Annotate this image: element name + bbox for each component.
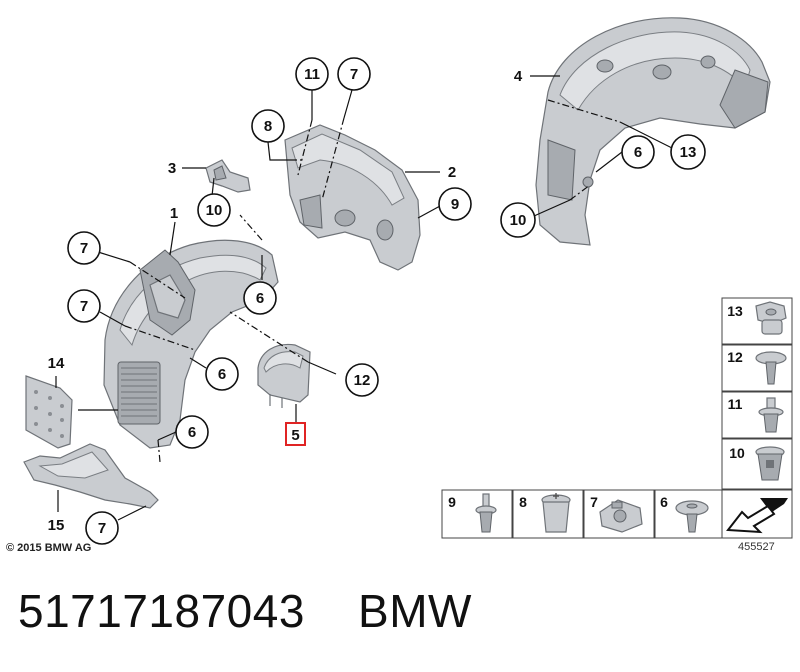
svg-text:2: 2	[448, 164, 456, 181]
leader-lines	[55, 75, 673, 521]
callout-4: 4	[514, 68, 523, 85]
callout-10: 10	[197, 193, 231, 227]
callout-15: 15	[48, 517, 65, 534]
svg-text:6: 6	[256, 290, 264, 307]
svg-text:4: 4	[514, 68, 523, 85]
lower-trim-part-15	[23, 443, 159, 509]
fastener-cell-11: 11	[728, 396, 784, 433]
svg-text:5: 5	[291, 427, 299, 444]
callout-14: 14	[48, 355, 65, 372]
callout-6: 6	[243, 281, 277, 315]
svg-text:12: 12	[354, 372, 371, 389]
svg-text:6: 6	[218, 366, 226, 383]
callout-10: 10	[500, 202, 536, 238]
fastener-cell-12: 12	[727, 349, 787, 385]
part-number: 51717187043	[18, 585, 305, 637]
callout-3: 3	[168, 160, 176, 177]
callout-1: 1	[170, 205, 178, 222]
svg-text:6: 6	[660, 494, 668, 510]
front-wheel-arch-liner	[103, 239, 279, 449]
svg-text:3: 3	[168, 160, 176, 177]
svg-text:14: 14	[48, 355, 65, 372]
svg-text:11: 11	[304, 66, 320, 83]
callout-6: 6	[205, 357, 239, 391]
svg-text:13: 13	[680, 144, 697, 161]
diagram-reference-number: 455527	[738, 541, 775, 553]
cover-plate-part-14	[25, 375, 73, 449]
callout-2: 2	[448, 164, 456, 181]
svg-text:9: 9	[451, 196, 459, 213]
callout-8: 8	[251, 109, 285, 143]
front-wheel-arch-liner-rear	[284, 124, 421, 271]
callout-7: 7	[85, 511, 119, 545]
svg-text:10: 10	[206, 202, 223, 219]
svg-text:15: 15	[48, 517, 65, 534]
callout-11: 11	[295, 57, 329, 91]
copyright-notice: © 2015 BMW AG	[6, 542, 92, 554]
svg-text:7: 7	[98, 520, 106, 537]
direction-arrow-icon	[726, 498, 788, 534]
svg-text:9: 9	[448, 494, 456, 510]
callout-9: 9	[438, 187, 472, 221]
part-footer: 51717187043 BMW	[18, 584, 472, 638]
svg-text:7: 7	[350, 66, 358, 83]
svg-text:6: 6	[634, 144, 642, 161]
fastener-cell-13: 13	[727, 301, 787, 335]
svg-text:6: 6	[188, 424, 196, 441]
svg-text:10: 10	[729, 445, 745, 461]
svg-text:7: 7	[80, 240, 88, 257]
svg-text:13: 13	[727, 303, 743, 319]
fastener-cell-7: 7	[590, 494, 643, 533]
fastener-cell-9: 9	[448, 493, 497, 533]
fastener-table-vertical: 13 12 11 10	[721, 297, 793, 490]
cover-part-5	[257, 343, 311, 408]
svg-text:7: 7	[590, 494, 598, 510]
fastener-cell-10: 10	[729, 445, 785, 481]
callout-12: 12	[345, 363, 379, 397]
svg-text:8: 8	[264, 118, 272, 135]
svg-text:7: 7	[80, 298, 88, 315]
callout-7: 7	[67, 231, 101, 265]
svg-text:10: 10	[510, 212, 527, 229]
svg-text:8: 8	[519, 494, 527, 510]
callout-13: 13	[670, 134, 706, 170]
callout-6: 6	[175, 415, 209, 449]
fastener-table-horizontal: 9 8 7 6	[441, 489, 793, 539]
callout-7: 7	[67, 289, 101, 323]
callout-5-highlighted[interactable]: 5	[285, 422, 306, 446]
svg-text:12: 12	[727, 349, 743, 365]
rear-wheel-arch-liner	[535, 17, 771, 246]
fastener-cell-8: 8	[519, 493, 571, 533]
parts-diagram: 11 7 8 2 3 10 9 1 7 6 7 14 6	[23, 17, 793, 545]
svg-text:11: 11	[728, 396, 743, 412]
brand-name: BMW	[358, 585, 472, 637]
fastener-cell-6: 6	[660, 494, 709, 533]
svg-text:1: 1	[170, 205, 178, 222]
callout-6: 6	[621, 135, 655, 169]
callout-7: 7	[337, 57, 371, 91]
